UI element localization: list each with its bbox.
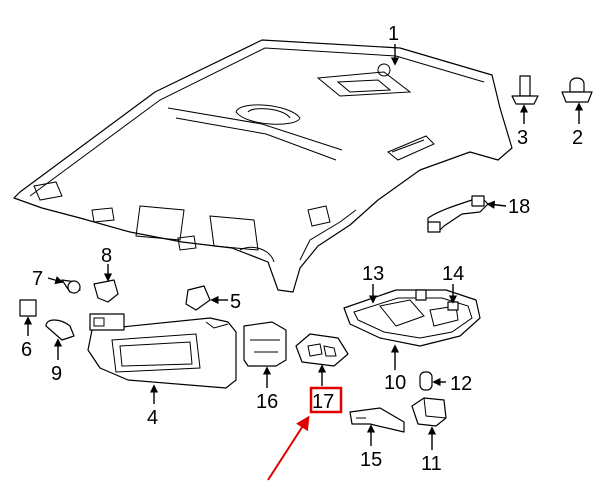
leader-lines [23, 44, 584, 450]
overhead-console-part [343, 289, 481, 347]
callout-labels: 1 2 3 4 5 6 7 8 9 10 11 12 13 14 15 16 1… [21, 23, 583, 475]
visor-clip-5 [185, 285, 211, 311]
callout-11: 11 [421, 453, 442, 475]
callout-18: 18 [508, 196, 530, 218]
highlight-arrow [267, 415, 310, 481]
callout-3: 3 [517, 127, 528, 149]
callout-10: 10 [384, 372, 406, 394]
grab-handle-part [427, 195, 489, 233]
callout-15: 15 [360, 449, 382, 471]
housing-part-17 [295, 333, 349, 367]
callout-8: 8 [101, 245, 112, 267]
callout-14: 14 [442, 263, 464, 285]
bulb-12 [419, 371, 433, 391]
callout-6: 6 [21, 339, 32, 361]
sensor-11 [411, 397, 447, 427]
callout-12: 12 [450, 373, 472, 395]
callout-16: 16 [256, 391, 278, 413]
lamp-part-16 [243, 321, 287, 367]
retainer-clip-3 [511, 75, 539, 105]
bracket-15 [349, 407, 405, 433]
callout-2: 2 [572, 127, 583, 149]
bulb-9 [45, 319, 75, 341]
sun-visor-part [87, 313, 237, 389]
screw-7 [61, 279, 81, 294]
callout-4: 4 [147, 407, 158, 429]
callout-17: 17 [312, 391, 334, 413]
callout-7: 7 [32, 268, 43, 290]
retainer-clip-2 [561, 77, 593, 103]
cap-6 [19, 299, 37, 317]
callout-9: 9 [51, 363, 62, 385]
highlight-callout-17 [267, 386, 343, 481]
visor-clip-8 [93, 279, 119, 303]
callout-1: 1 [388, 23, 399, 45]
callout-13: 13 [362, 263, 384, 285]
highlight-box [309, 386, 343, 414]
callout-5: 5 [230, 291, 241, 313]
headliner-part [13, 39, 513, 293]
